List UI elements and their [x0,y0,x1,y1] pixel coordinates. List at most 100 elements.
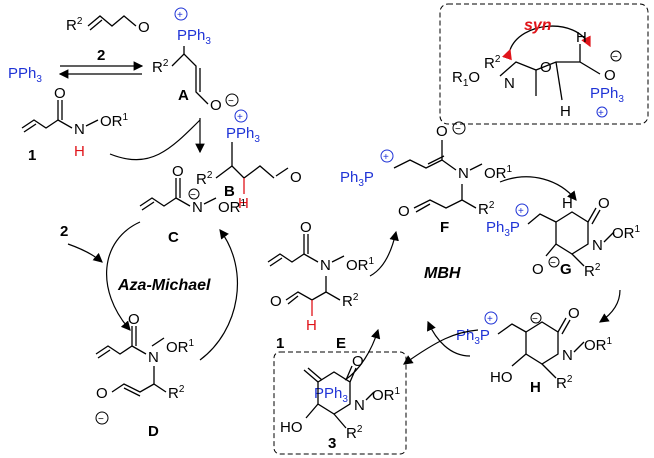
svg-text:R2: R2 [342,292,359,310]
syn-label: syn [524,17,552,34]
intermediate-B-label: B [224,183,235,200]
svg-text:R2: R2 [478,200,495,218]
svg-text:R1O: R1O [452,69,480,89]
svg-text:N: N [192,199,203,216]
svg-text:+: + [487,314,493,325]
arrow-1-to-B [109,119,201,161]
svg-text:R2: R2 [484,54,501,72]
svg-text:+: + [237,112,243,123]
svg-text:PPh3: PPh3 [177,27,211,47]
svg-text:Ph3P: Ph3P [340,169,374,189]
svg-text:OR1: OR1 [584,336,613,354]
compound-1-label: 1 [28,147,36,164]
arrow-pph3-release [344,328,381,381]
aza-michael-cycle [67,221,239,361]
intermediate-B-structure: + PPh3 R2 H O [196,109,302,212]
svg-text:+: + [518,206,524,217]
svg-text:R2: R2 [584,262,601,280]
intermediate-G-label: G [560,261,572,278]
svg-text:R2: R2 [152,58,169,76]
svg-text:O: O [172,163,184,180]
svg-text:O: O [398,203,410,220]
arrow-H-to-3 [403,329,479,365]
intermediate-D-structure: O N OR1 R2 O − [95,311,195,425]
svg-text:R2: R2 [346,424,363,442]
arrow-H-to-PPh3 [427,320,471,357]
cycle-label-aza-michael: Aza-Michael [117,277,211,294]
svg-text:H: H [560,103,571,120]
svg-text:PPh3: PPh3 [590,85,624,105]
svg-text:R2: R2 [556,374,573,392]
pph3-reagent-left: PPh3 [8,65,42,85]
svg-text:OR1: OR1 [166,338,195,356]
intermediate-C-label: C [168,229,179,246]
svg-text:O: O [300,219,312,236]
svg-text:OR1: OR1 [612,224,641,242]
svg-text:H: H [576,29,587,46]
intermediate-H-label: H [530,379,541,396]
svg-text:O: O [290,169,302,186]
svg-text:OR1: OR1 [218,198,247,216]
svg-text:H: H [238,195,249,212]
arrow-G-to-H [599,289,621,323]
intermediate-F-label: F [440,219,449,236]
svg-text:+: + [598,108,604,119]
compound-2-label-left: 2 [60,223,68,240]
product-3-label: 3 [328,435,336,452]
svg-text:O: O [138,19,150,36]
svg-text:−: − [532,314,538,325]
pph3-reagent-mid: PPh3 [314,385,348,405]
svg-text:−: − [550,258,556,269]
svg-text:OR1: OR1 [484,164,513,182]
svg-text:N: N [592,237,603,254]
intermediate-G-structure: + Ph3P O H N OR1 R2 O − [486,195,641,280]
svg-text:R2: R2 [168,384,185,402]
svg-text:N: N [148,349,159,366]
svg-text:N: N [562,347,573,364]
intermediate-A-label: A [178,87,189,104]
svg-text:−: − [190,190,196,201]
svg-text:R2: R2 [196,170,213,188]
svg-text:O: O [210,97,222,114]
svg-text:−: − [228,96,234,107]
svg-text:−: − [98,414,104,425]
svg-text:O: O [568,305,580,322]
intermediate-E-structure: O N OR1 R2 O H [267,219,375,334]
svg-text:OR1: OR1 [346,256,375,274]
intermediate-A-structure: + PPh3 R2 O − [152,7,239,114]
intermediate-C-structure: O N − OR1 [139,163,247,216]
svg-text:O: O [532,261,544,278]
svg-text:N: N [74,121,85,138]
svg-text:O: O [96,385,108,402]
compound-1-label-mid: 1 [276,335,284,352]
compound-1-structure: O N H OR1 [21,85,129,160]
svg-text:PPh3: PPh3 [226,125,260,145]
svg-text:−: − [612,52,618,63]
svg-text:O: O [54,85,66,102]
equilibrium-arrows [58,61,144,79]
transition-state-structure: syn H O − O R1O R2 N H PPh3 + [452,17,624,120]
intermediate-D-label: D [148,423,159,440]
svg-text:OR1: OR1 [372,386,401,404]
compound-2-structure: R2 O [66,15,150,36]
intermediate-E-label: E [336,335,346,352]
svg-text:N: N [320,257,331,274]
svg-text:H: H [562,195,573,212]
cycle-label-mbh: MBH [424,265,461,282]
svg-text:O: O [436,123,448,140]
svg-text:O: O [128,311,140,328]
svg-text:H: H [74,143,85,160]
svg-text:O: O [270,293,282,310]
svg-text:N: N [354,397,365,414]
svg-text:O: O [598,195,610,212]
transition-state-box [439,3,649,125]
svg-text:O: O [604,67,616,84]
svg-text:OR1: OR1 [100,112,129,130]
svg-text:N: N [458,165,469,182]
svg-text:PPh3: PPh3 [8,65,42,85]
svg-text:+: + [383,152,389,163]
svg-text:Ph3P: Ph3P [486,219,520,239]
svg-text:O: O [352,353,364,370]
arrow-E-to-F [369,230,399,277]
